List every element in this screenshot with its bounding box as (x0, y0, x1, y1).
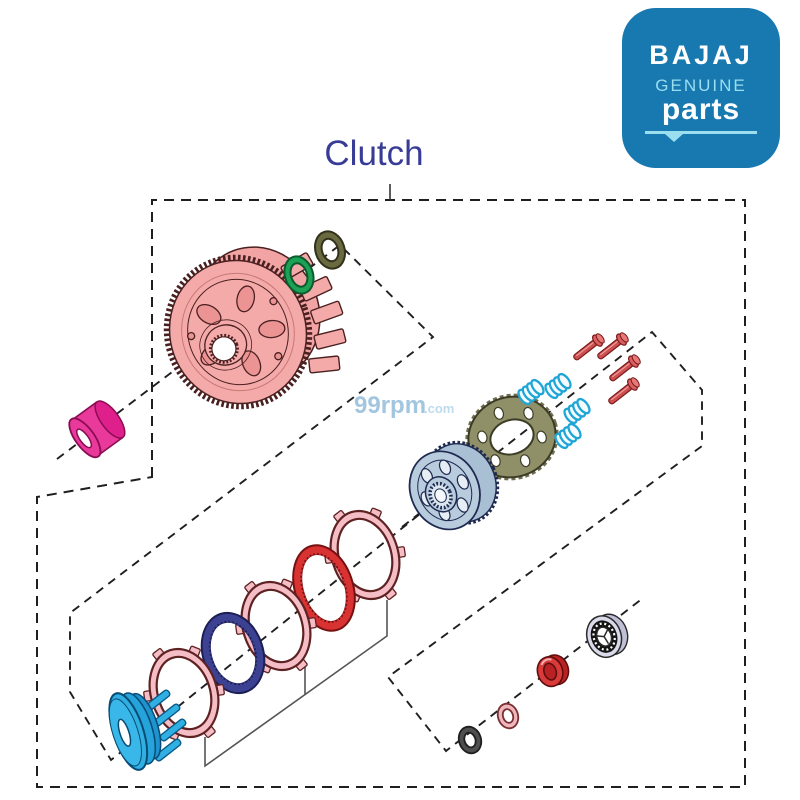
basket-spline-teeth (208, 333, 239, 364)
friction-plate-3 (324, 507, 406, 603)
watermark-suffix: .com (424, 401, 454, 416)
steel-plate-red (292, 544, 356, 632)
ball-bearing (585, 613, 629, 659)
bearing-balls (592, 622, 616, 651)
thrust-washer-olive (314, 230, 346, 270)
diagram-title: Clutch (324, 134, 424, 173)
bajaj-genuine-parts-logo: BAJAJ GENUINE parts (622, 8, 780, 168)
retainer-plate-holes (477, 406, 547, 468)
axis-line-lower-group (386, 330, 703, 753)
pressure-plate-slot (117, 718, 132, 747)
logo-parts-text: parts (661, 93, 741, 126)
bearing-race (590, 620, 618, 653)
washer-dark (457, 725, 483, 755)
nut-bore-hole (76, 428, 93, 449)
watermark: 99rpm .com (354, 392, 454, 419)
basket-spline-bore (211, 336, 237, 362)
pressure-plate-pegs (143, 689, 187, 762)
spring-screws (573, 332, 641, 405)
spacer-red (536, 654, 570, 688)
watermark-text: 99rpm (354, 392, 426, 419)
axis-line-upper-group (56, 243, 441, 762)
logo-brand-text: BAJAJ (649, 40, 753, 70)
bearing-inner-spokes (596, 628, 610, 645)
washer-pink (496, 702, 520, 730)
clutch-nut (68, 400, 126, 459)
logo-genuine-text: GENUINE (655, 76, 747, 95)
basket-windows (187, 285, 286, 377)
logo-down-arrow-icon (665, 134, 683, 142)
pressure-plate-blue (108, 689, 187, 771)
logo-underline (645, 131, 757, 142)
plate-group-bracket (204, 600, 388, 768)
clutch-springs (517, 372, 591, 450)
clutch-hub (408, 440, 500, 531)
basket-gear-teeth (163, 254, 313, 410)
clutch-basket-gear (163, 246, 347, 410)
steel-plate-red-teeth (297, 550, 351, 626)
friction-plate-2 (235, 578, 317, 674)
assembly-boundary-dashed (36, 199, 746, 788)
thrust-washer-green (283, 255, 315, 295)
